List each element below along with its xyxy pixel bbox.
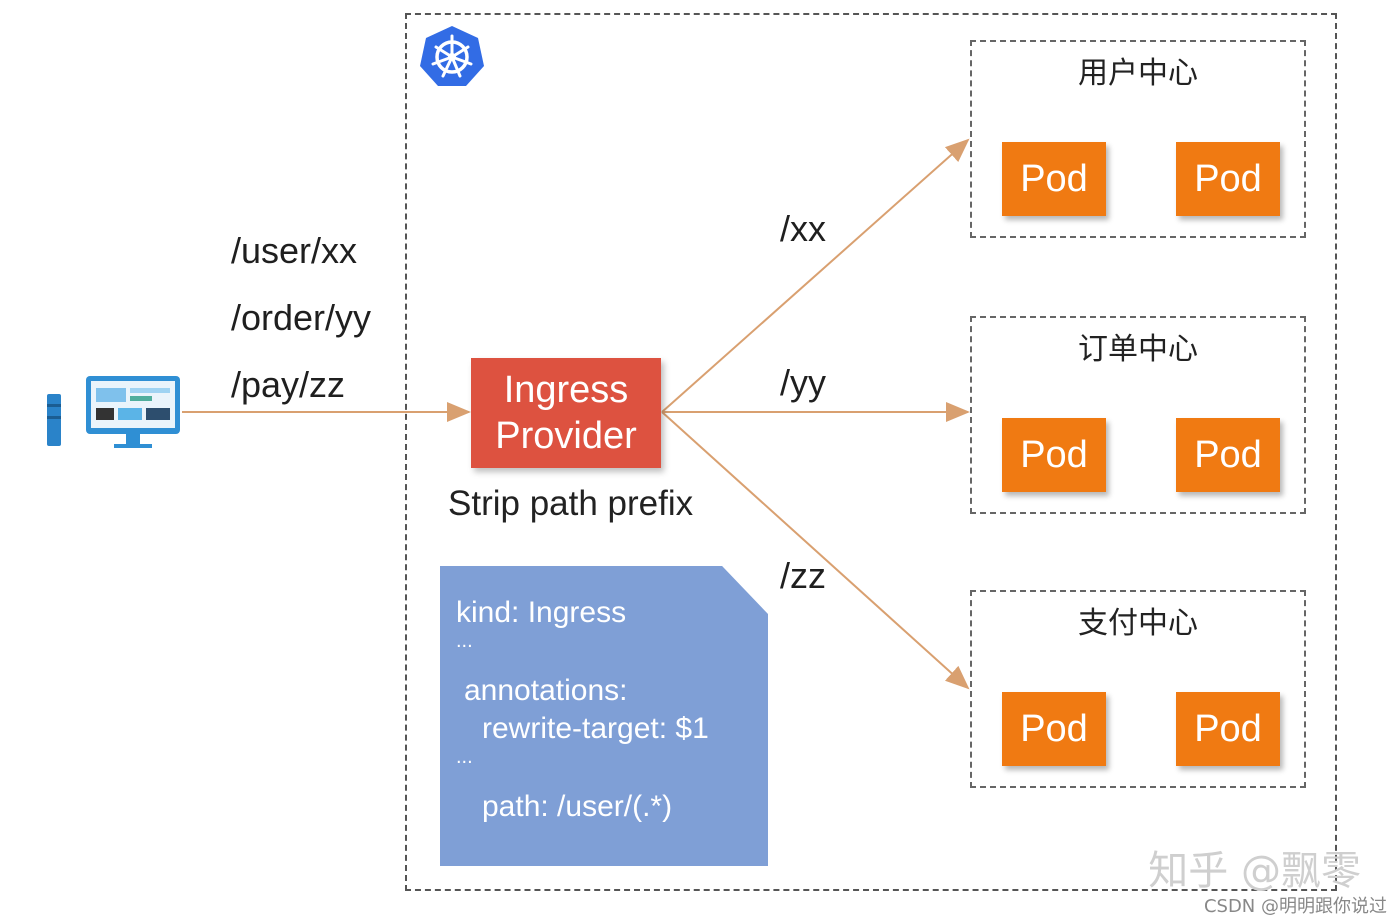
pod-box: Pod <box>1176 692 1280 766</box>
service-order-center: 订单中心 Pod Pod <box>970 316 1306 514</box>
yaml-line: annotations: <box>464 674 628 707</box>
ingress-provider-box: Ingress Provider <box>471 358 661 468</box>
kubernetes-logo-icon <box>420 26 484 86</box>
yaml-line: kind: Ingress <box>456 596 627 629</box>
pod-box: Pod <box>1176 418 1280 492</box>
computer-icon <box>47 376 180 448</box>
service-title: 订单中心 <box>1078 332 1198 367</box>
pod-box: Pod <box>1002 418 1106 492</box>
pod-box: Pod <box>1002 692 1106 766</box>
yaml-line: ... <box>456 746 473 768</box>
route-label-xx: /xx <box>780 208 827 249</box>
strip-path-caption: Strip path prefix <box>448 484 694 523</box>
service-user-center: 用户中心 Pod Pod <box>970 40 1306 238</box>
kubernetes-cluster-boundary <box>405 13 1337 891</box>
watermark-csdn: CSDN @明明跟你说过 <box>1203 896 1387 917</box>
service-pay-center: 支付中心 Pod Pod <box>970 590 1306 788</box>
yaml-line: path: /user/(.*) <box>482 790 673 823</box>
route-zz-arrow <box>661 411 970 690</box>
request-path-pay: /pay/zz <box>231 364 346 405</box>
service-title: 支付中心 <box>1078 606 1198 641</box>
pod-box: Pod <box>1176 142 1280 216</box>
service-title: 用户中心 <box>1078 56 1198 91</box>
pod-box: Pod <box>1002 142 1106 216</box>
route-label-yy: /yy <box>780 362 827 403</box>
ingress-title-line2: Provider <box>495 415 637 457</box>
request-path-user: /user/xx <box>231 230 358 271</box>
yaml-line: ... <box>456 630 473 652</box>
route-xx-arrow <box>661 138 970 413</box>
request-path-order: /order/yy <box>231 297 372 338</box>
yaml-line: rewrite-target: $1 <box>482 712 709 745</box>
route-label-zz: /zz <box>780 555 827 596</box>
ingress-yaml-card: kind: Ingress ... annotations: rewrite-t… <box>440 566 768 866</box>
watermark-zhihu: 知乎 @飘零 <box>1148 848 1361 894</box>
ingress-title-line1: Ingress <box>503 369 629 411</box>
